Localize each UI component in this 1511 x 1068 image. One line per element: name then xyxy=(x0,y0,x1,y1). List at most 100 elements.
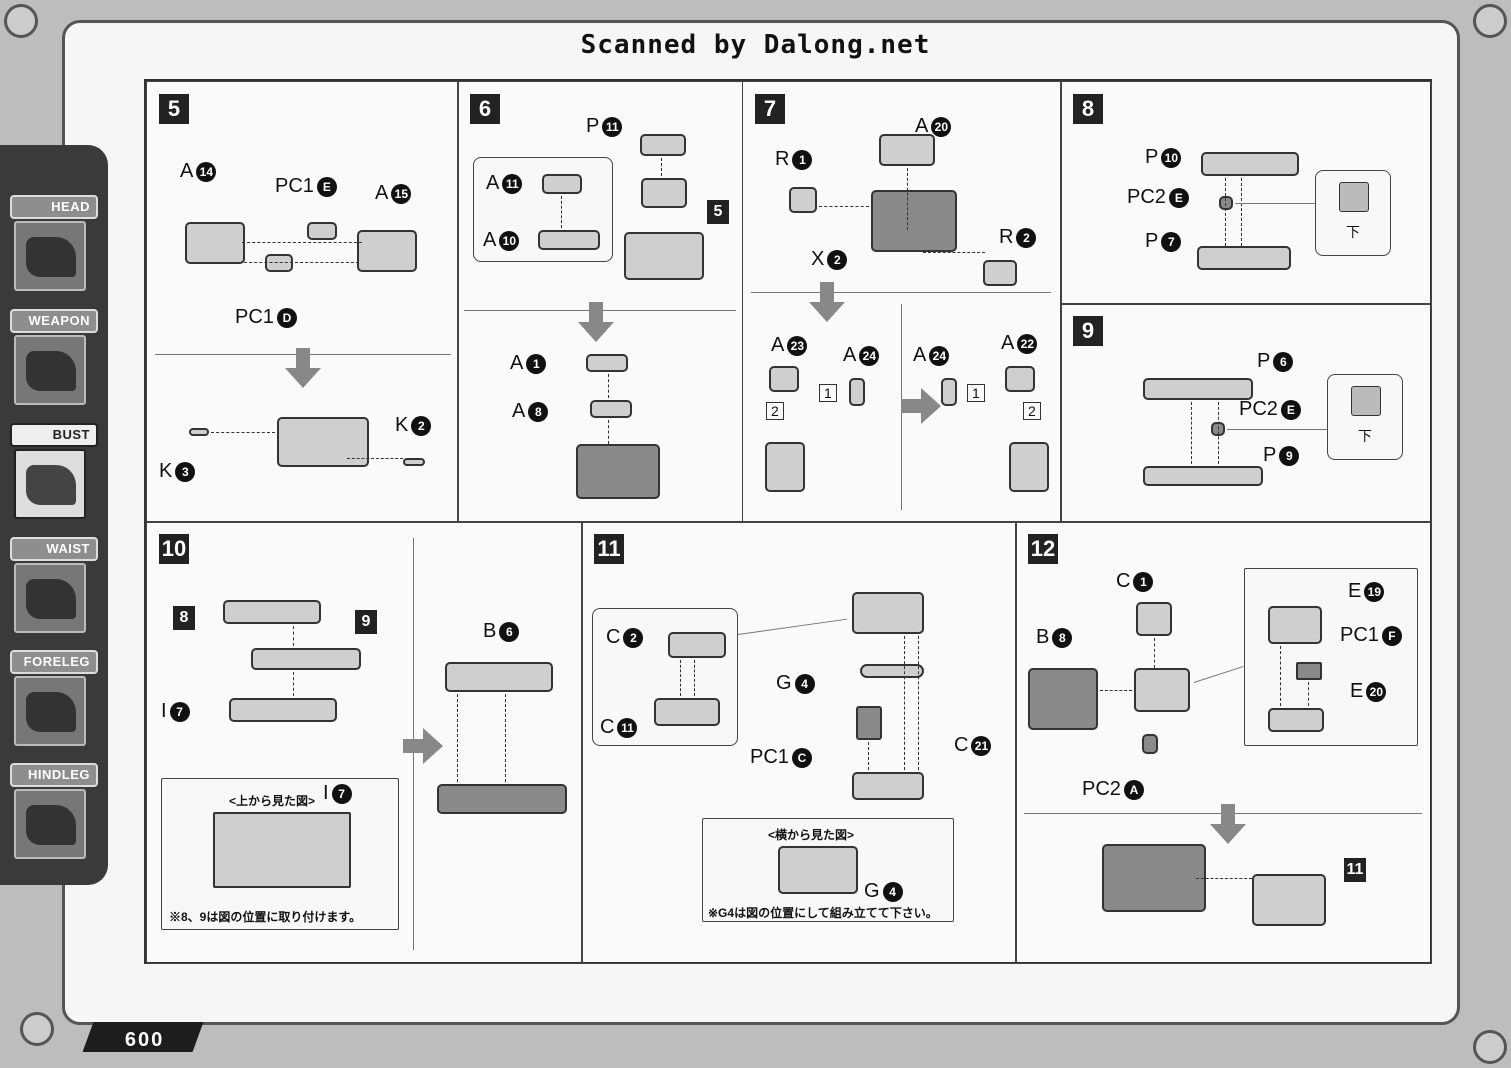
step-11-note: ※G4は図の位置にして組み立てて下さい。 xyxy=(708,906,938,920)
part-shape xyxy=(871,190,957,252)
part-shape xyxy=(849,378,865,406)
orientation-label: 下 xyxy=(1346,224,1360,240)
assembly-guide xyxy=(608,420,609,444)
step-number: 5 xyxy=(159,94,189,124)
part-shape xyxy=(624,232,704,280)
right-arrow-icon xyxy=(901,388,941,424)
tab-head[interactable]: HEAD xyxy=(10,195,98,219)
tab-bust[interactable]: BUST xyxy=(10,423,98,447)
step-order-badge: 1 xyxy=(819,384,837,402)
leader-line xyxy=(1235,203,1315,204)
part-shape xyxy=(223,600,321,624)
section-sidebar: HEAD WEAPON BUST WAIST FORELEG HINDLEG xyxy=(0,145,108,885)
part-shape xyxy=(769,366,799,392)
step-number: 11 xyxy=(594,534,624,564)
part-label: 11 xyxy=(1344,858,1366,882)
part-shape xyxy=(277,417,369,467)
part-shape xyxy=(1219,196,1233,210)
part-shape xyxy=(1005,366,1035,392)
part-shape xyxy=(586,354,628,372)
assembly-guide xyxy=(608,374,609,398)
part-shape xyxy=(983,260,1017,286)
step-number: 9 xyxy=(1073,316,1103,346)
part-shape xyxy=(265,254,293,272)
tab-hindleg[interactable]: HINDLEG xyxy=(10,763,98,787)
part-shape xyxy=(1136,602,1172,636)
step-order-badge: 2 xyxy=(766,402,784,420)
part-shape xyxy=(1201,152,1299,176)
assembly-guide xyxy=(680,660,681,696)
part-label: 8 xyxy=(173,606,195,630)
part-orientation-icon xyxy=(1339,182,1369,212)
part-shape xyxy=(538,230,600,250)
foreleg-thumbnail-icon xyxy=(14,676,86,746)
leader-line xyxy=(737,618,847,635)
part-orientation-icon xyxy=(1351,386,1381,416)
part-label: 5 xyxy=(707,200,729,224)
part-shape xyxy=(1252,874,1326,926)
part-shape xyxy=(1134,668,1190,712)
part-shape xyxy=(879,134,935,166)
down-arrow-icon xyxy=(1210,804,1246,844)
assembly-guide xyxy=(242,242,362,243)
part-shape xyxy=(189,428,209,436)
part-shape xyxy=(357,230,417,272)
step-order-badge: 1 xyxy=(967,384,985,402)
page-number: 009 xyxy=(82,1022,204,1052)
assembly-guide xyxy=(1225,178,1226,246)
tab-foreleg[interactable]: FORELEG xyxy=(10,650,98,674)
step-number: 6 xyxy=(470,94,500,124)
part-shape xyxy=(445,662,553,692)
part-shape xyxy=(542,174,582,194)
right-arrow-icon xyxy=(403,728,443,764)
part-shape xyxy=(852,772,924,800)
bust-thumbnail-icon xyxy=(14,449,86,519)
head-thumbnail-icon xyxy=(14,221,86,291)
tab-weapon[interactable]: WEAPON xyxy=(10,309,98,333)
part-shape xyxy=(641,178,687,208)
part-shape xyxy=(1143,466,1263,486)
assembly-guide xyxy=(1280,646,1281,706)
tab-waist[interactable]: WAIST xyxy=(10,537,98,561)
part-shape xyxy=(1268,708,1324,732)
part-shape xyxy=(1009,442,1049,492)
assembly-guide xyxy=(694,660,695,696)
part-shape xyxy=(185,222,245,264)
assembly-guide xyxy=(561,196,562,228)
step-number: 12 xyxy=(1028,534,1058,564)
assembly-guide xyxy=(1154,638,1155,668)
part-shape xyxy=(860,664,924,678)
part-shape xyxy=(654,698,720,726)
orientation-label: 下 xyxy=(1358,428,1372,444)
scan-credit: Scanned by Dalong.net xyxy=(580,30,931,60)
assembly-guide xyxy=(918,636,919,770)
part-shape xyxy=(590,400,632,418)
part-shape xyxy=(1296,662,1322,680)
assembly-guide xyxy=(1218,402,1219,464)
